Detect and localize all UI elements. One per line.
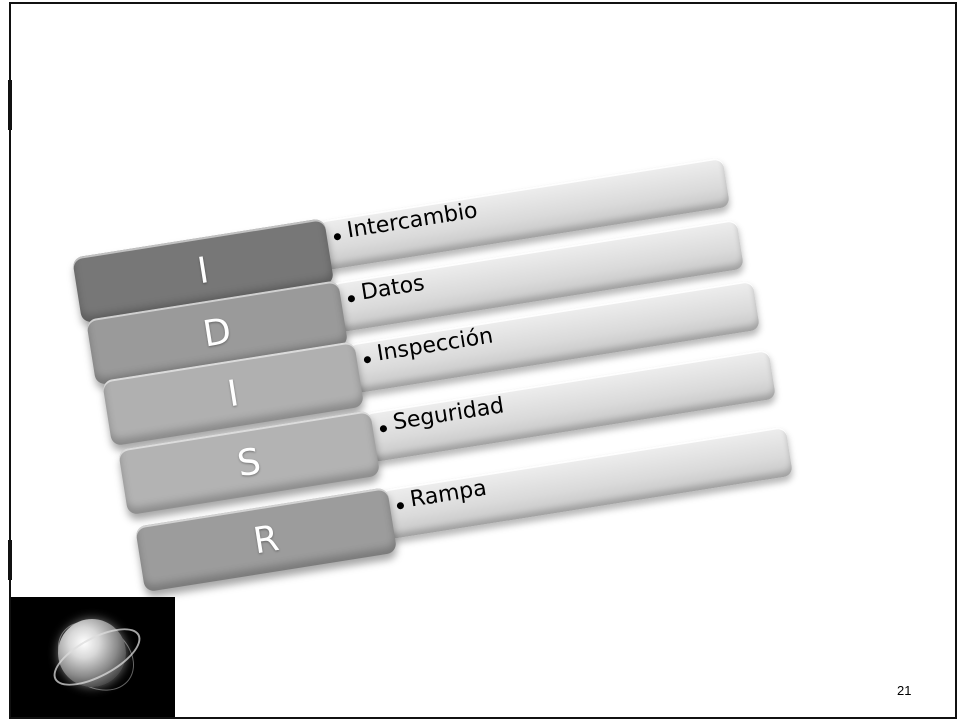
label-seguridad: Seguridad <box>391 393 506 436</box>
globe-icon <box>58 619 126 687</box>
slide-frame-top <box>10 2 956 4</box>
label-inspeccion: Inspección <box>375 323 495 367</box>
page-number: 21 <box>897 683 912 698</box>
slide-frame-right <box>955 2 957 718</box>
bullet-icon <box>379 424 388 433</box>
slide-frame-left-accent <box>8 80 12 130</box>
slide-frame-bottom <box>9 717 957 719</box>
bullet-icon <box>396 501 405 510</box>
logo <box>11 597 175 717</box>
label-rampa: Rampa <box>408 475 489 513</box>
label-intercambio: Intercambio <box>345 198 480 244</box>
bullet-icon <box>333 232 342 241</box>
bullet-icon <box>347 294 356 303</box>
bullet-icon <box>363 355 372 364</box>
slide-frame-left <box>9 2 11 718</box>
label-datos: Datos <box>359 270 427 306</box>
slide-frame-left-accent-lower <box>8 540 12 580</box>
